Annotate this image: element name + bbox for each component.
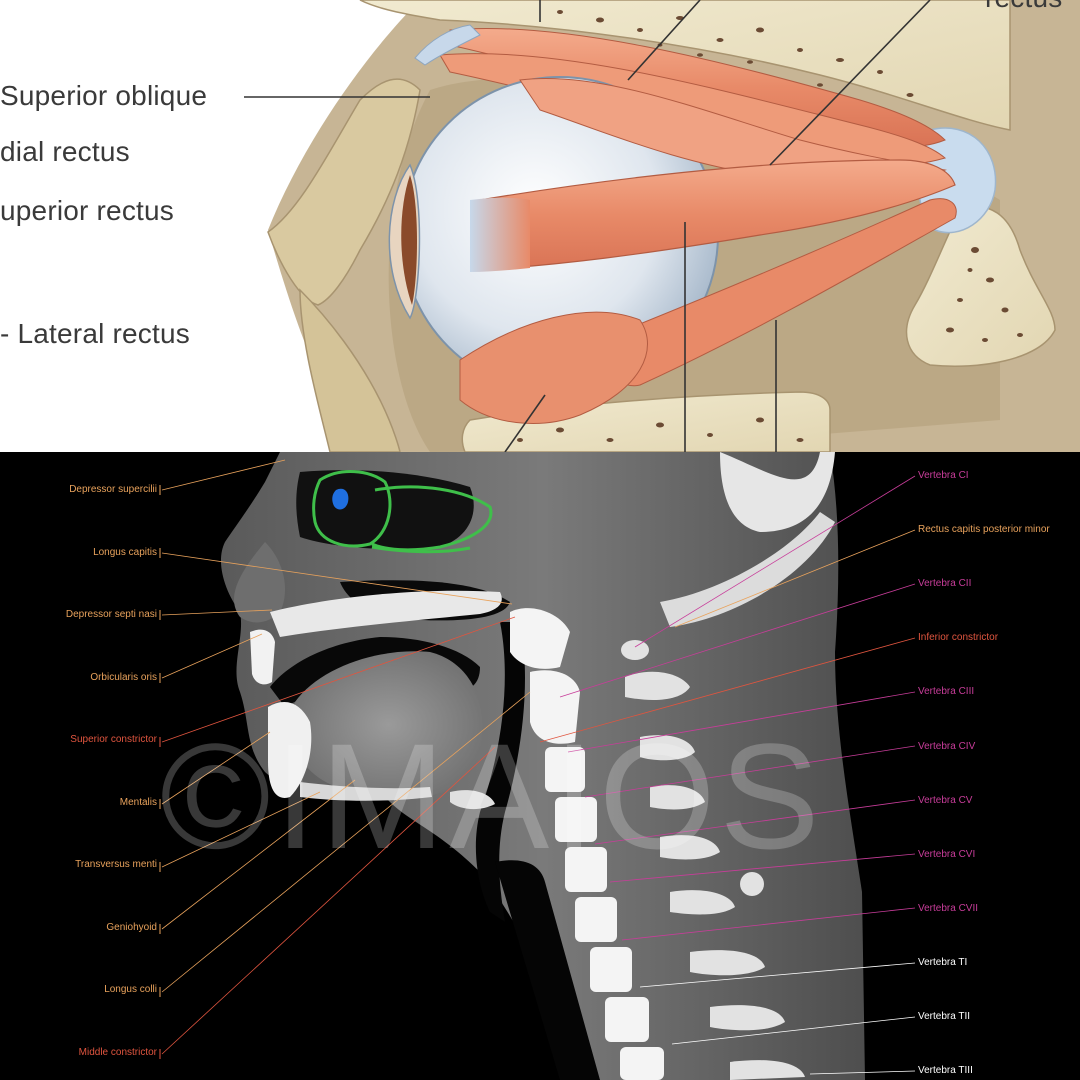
medial-rectus-muscle	[519, 77, 947, 184]
orbit-roof-bone	[359, 0, 1011, 131]
cervical-spine	[510, 608, 664, 1080]
label-rectus-cut: rectus	[985, 0, 1062, 14]
ct-label-right: Vertebra CV	[918, 794, 973, 806]
inferior-oblique-muscle	[459, 311, 648, 424]
right-leader-lines	[539, 475, 916, 1075]
ct-label-left: Longus capitis	[93, 546, 157, 558]
lateral-rectus-muscle	[479, 159, 956, 271]
tongue	[295, 651, 483, 799]
ct-label-right: Vertebra CVII	[918, 902, 979, 914]
ct-label-left: Depressor supercilii	[69, 484, 157, 495]
ct-drawing	[159, 452, 916, 1080]
ct-label-right: Vertebra CIII	[918, 686, 975, 698]
leader-lines	[244, 0, 931, 452]
eye-muscle-drawing	[244, 0, 1080, 452]
ct-label-left: Superior constrictor	[70, 734, 157, 745]
sphenoid-bone	[905, 206, 1056, 367]
iris	[401, 175, 417, 305]
hand-drawn-annotation	[312, 470, 493, 554]
ct-label-left: Depressor septi nasi	[65, 609, 157, 620]
ct-label-right: Vertebra CIV	[918, 740, 976, 752]
nose-soft-tissue	[234, 542, 285, 623]
maxilla	[299, 288, 401, 452]
mandible	[268, 702, 312, 798]
ct-label-right: Rectus capitis posterior minor	[918, 524, 1050, 536]
ct-label-left: Longus colli	[104, 984, 157, 995]
watermark: ©IMAIOS	[160, 712, 824, 880]
blue-marker	[332, 488, 349, 510]
eye-muscle-illustration: Superior oblique dial rectus uperior rec…	[0, 0, 1080, 452]
bone-pores-bottom	[517, 417, 804, 442]
spinous-processes	[621, 640, 805, 1080]
ct-label-left: Transversus menti	[75, 859, 157, 870]
label-lateral-rectus: - Lateral rectus	[0, 318, 190, 349]
label-medial-rectus: dial rectus	[0, 136, 130, 167]
ct-label-right: Vertebra TIII	[918, 1065, 973, 1077]
pharyngeal-airway	[475, 622, 525, 922]
inferior-rectus-muscle	[599, 198, 957, 387]
bone-pores-right	[946, 247, 1023, 342]
label-superior-oblique: Superior oblique	[0, 80, 208, 111]
ct-label-right: Vertebra TII	[918, 1011, 971, 1022]
lateral-rectus-tendon	[470, 197, 530, 272]
ct-label-left: Middle constrictor	[78, 1046, 157, 1058]
superior-oblique-tendon	[414, 24, 481, 66]
label-dash: -	[0, 318, 18, 349]
upper-teeth	[250, 629, 275, 685]
hyoid-bone	[450, 790, 495, 810]
occipital-posterior	[660, 512, 835, 627]
trachea-air	[495, 860, 600, 1080]
ct-label-left: Mentalis	[119, 796, 157, 808]
ct-label-right: Vertebra CII	[918, 578, 972, 590]
ct-label-left: Orbicularis oris	[90, 671, 157, 683]
ct-label-right: Vertebra CVI	[918, 848, 976, 860]
mandible-body	[300, 782, 432, 801]
ct-label-right: Vertebra CI	[918, 470, 969, 481]
ct-label-right: Inferior constrictor	[918, 632, 999, 644]
ct-label-right: Vertebra TI	[918, 956, 968, 968]
hard-palate	[270, 590, 502, 637]
left-leader-lines	[161, 459, 531, 1055]
occipital-bone	[720, 452, 835, 532]
ct-label-left: Geniohyoid	[106, 921, 157, 933]
label-superior-rectus: uperior rectus	[0, 195, 174, 226]
nasal-bone	[267, 78, 421, 306]
